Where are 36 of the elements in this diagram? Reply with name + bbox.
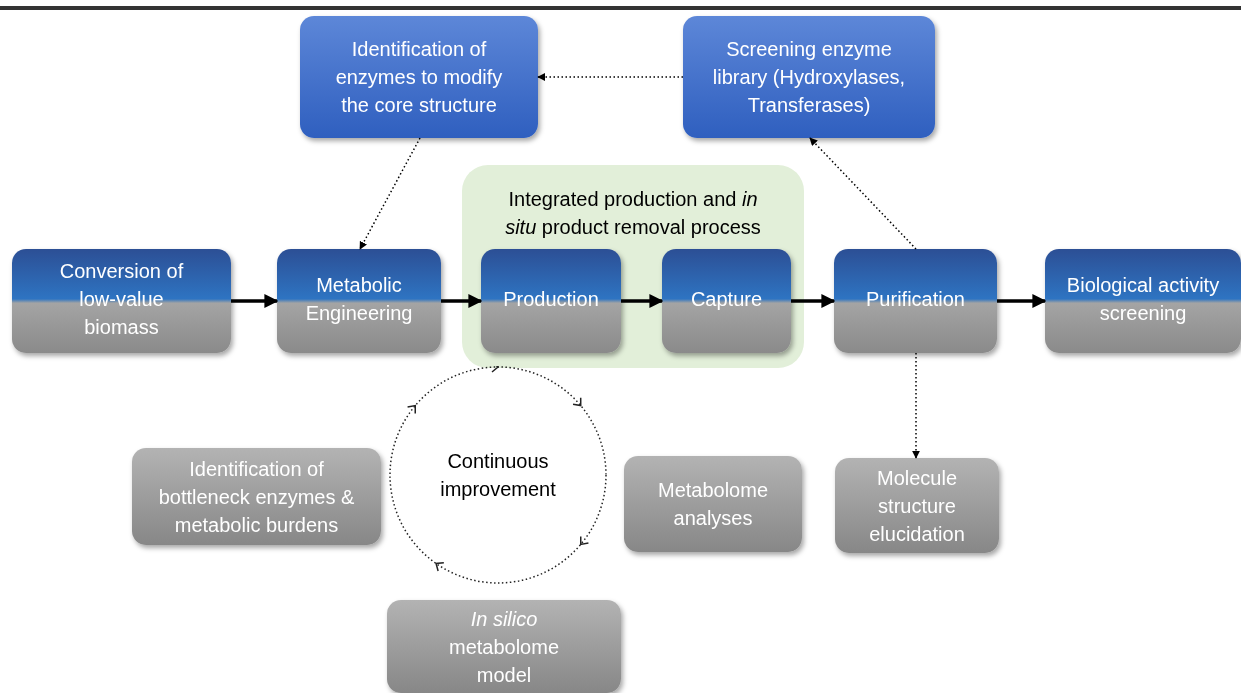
dotted-arrow xyxy=(809,137,917,250)
process-box xyxy=(481,249,621,353)
arrow xyxy=(791,294,836,308)
process-box xyxy=(835,458,999,553)
box-label: Identification of enzymes to modify the core structure xyxy=(334,37,504,118)
box-label: Production xyxy=(503,287,599,312)
group-panel xyxy=(462,165,804,368)
process-box xyxy=(132,448,381,545)
process-box xyxy=(624,456,802,552)
group-heading: Integrated production and in situ product removal process xyxy=(504,187,762,240)
box-label: Biological activity screening xyxy=(1065,273,1221,326)
process-box xyxy=(1045,249,1241,353)
box-label: Purification xyxy=(866,287,965,312)
process-box xyxy=(300,16,538,138)
box-label: Screening enzyme library (Hydroxylases, Transferases) xyxy=(711,37,907,118)
box-label: Molecule structure elucidation xyxy=(868,465,966,547)
process-box xyxy=(834,249,997,353)
process-box xyxy=(662,249,791,353)
dotted-arrow xyxy=(912,352,920,459)
box-label: In silico metabolome model xyxy=(447,606,561,688)
arrow xyxy=(231,294,279,308)
box-label: Capture xyxy=(690,287,763,312)
box-label: Metabolome analyses xyxy=(656,478,770,531)
arrow xyxy=(997,294,1047,308)
arrow xyxy=(621,294,664,308)
box-label: Conversion of low-value biomass xyxy=(58,259,185,340)
process-box xyxy=(683,16,935,138)
arrow xyxy=(441,294,483,308)
dotted-arrow xyxy=(537,73,684,81)
dotted-arrow xyxy=(359,137,421,250)
process-box xyxy=(277,249,441,353)
box-label: Identification of bottleneck enzymes & metabolic burdens xyxy=(157,456,356,538)
process-box xyxy=(12,249,231,353)
process-box xyxy=(387,600,621,693)
box-label: Continuous improvement xyxy=(439,449,557,502)
box-label: Metabolic Engineering xyxy=(304,273,414,326)
